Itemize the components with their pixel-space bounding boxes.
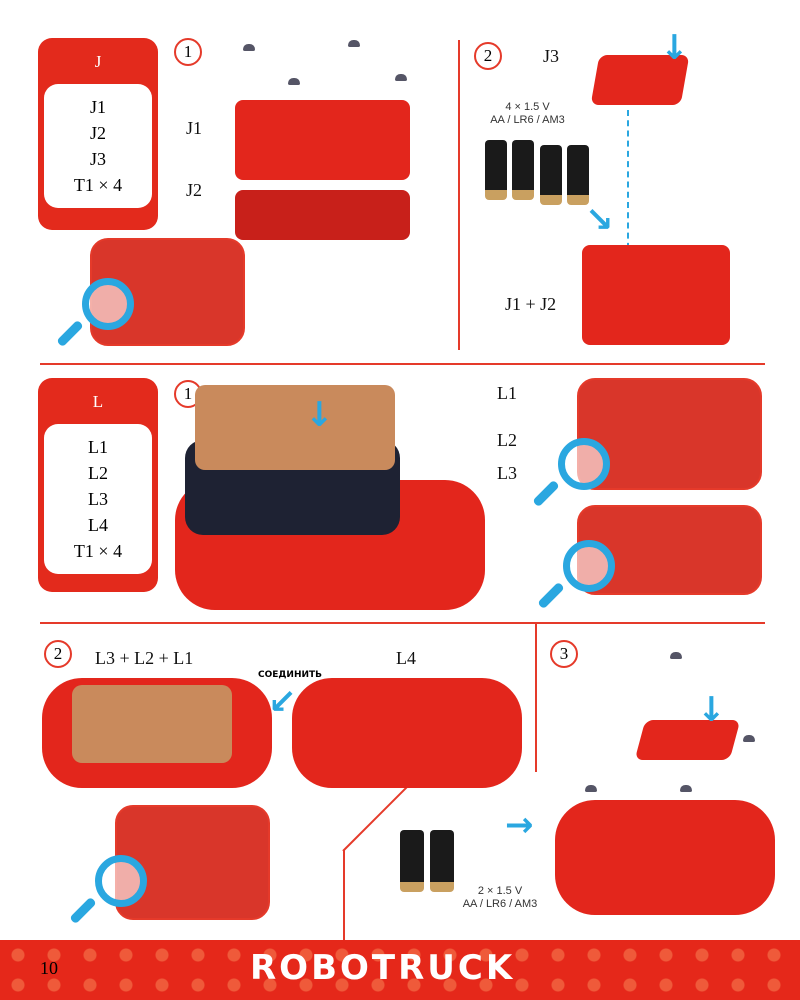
detail-zoom <box>115 805 270 920</box>
divider <box>535 622 537 772</box>
part-item: L4 <box>88 515 108 535</box>
screw-icon <box>670 652 682 659</box>
battery-icon <box>485 140 507 200</box>
parts-box-header: L <box>92 392 104 411</box>
label-j1: J1 <box>186 118 203 138</box>
brand-logo: ROBOTRUCK <box>250 948 516 988</box>
screw-icon <box>348 40 360 47</box>
battery-icon <box>540 145 562 205</box>
page-number: 10 <box>40 958 58 978</box>
screw-icon <box>243 44 255 51</box>
screw-icon <box>585 785 597 792</box>
part-item: T1 × 4 <box>73 541 123 561</box>
controller-bottom <box>555 800 775 915</box>
part-item: L3 <box>88 489 108 509</box>
battery-icon <box>512 140 534 200</box>
step-number: 2 <box>474 42 502 70</box>
battery-box-top-j1 <box>235 100 410 180</box>
circuit-board <box>72 685 232 763</box>
label-j2: J2 <box>186 180 203 200</box>
battery-icon <box>567 145 589 205</box>
parts-list: J1 J2 J3 T1 × 4 <box>44 84 152 208</box>
label-l3: L3 <box>497 463 517 483</box>
screw-icon <box>743 735 755 742</box>
part-item: J1 <box>89 97 106 117</box>
arrow-down-icon: ↓ <box>660 28 689 68</box>
circuit-board-l1 <box>195 385 395 470</box>
arrow-down-icon: ↓ <box>305 395 334 435</box>
footer-band <box>0 940 800 1000</box>
part-item: L2 <box>88 463 108 483</box>
screw-icon <box>288 78 300 85</box>
magnifier-icon <box>82 278 134 330</box>
battery-icon <box>400 830 424 892</box>
arrow-curved-icon: ↘ <box>585 200 614 240</box>
step-number: 2 <box>44 640 72 668</box>
parts-list: L1 L2 L3 L4 T1 × 4 <box>44 424 152 574</box>
step-number: 1 <box>174 38 202 66</box>
label-l3-l2-l1: L3 + L2 + L1 <box>95 648 194 668</box>
divider <box>458 40 460 350</box>
parts-box-l: L L1 L2 L3 L4 T1 × 4 <box>38 378 158 592</box>
connect-label: СОЕДИНИТЬ <box>258 670 323 680</box>
arrow-icon: ↙ <box>268 682 297 722</box>
screw-icon <box>395 74 407 81</box>
step-number: 1 <box>174 380 202 408</box>
arrow-down-icon: ↓ <box>697 690 726 730</box>
label-l2: L2 <box>497 430 517 450</box>
battery-box-j1-j2 <box>582 245 730 345</box>
guide-line <box>627 110 629 300</box>
label-l1: L1 <box>497 383 517 403</box>
controller-top-l4 <box>292 678 522 788</box>
label-l4: L4 <box>396 648 416 668</box>
magnifier-icon <box>95 855 147 907</box>
screw-icon <box>680 785 692 792</box>
part-item: J2 <box>89 123 106 143</box>
label-j1-j2: J1 + J2 <box>505 294 557 314</box>
battery-box-bottom-j2 <box>235 190 410 240</box>
divider <box>40 363 765 365</box>
divider <box>343 850 345 940</box>
part-item: L1 <box>88 437 108 457</box>
battery-icon <box>430 830 454 892</box>
label-j3: J3 <box>543 46 560 66</box>
divider <box>40 622 765 624</box>
magnifier-icon <box>563 540 615 592</box>
parts-box-j: J J1 J2 J3 T1 × 4 <box>38 38 158 230</box>
part-item: J3 <box>89 149 106 169</box>
magnifier-icon <box>558 438 610 490</box>
parts-box-header: J <box>94 52 102 71</box>
arrow-curved-icon: → <box>505 805 534 845</box>
step-number: 3 <box>550 640 578 668</box>
part-item: T1 × 4 <box>73 175 123 195</box>
